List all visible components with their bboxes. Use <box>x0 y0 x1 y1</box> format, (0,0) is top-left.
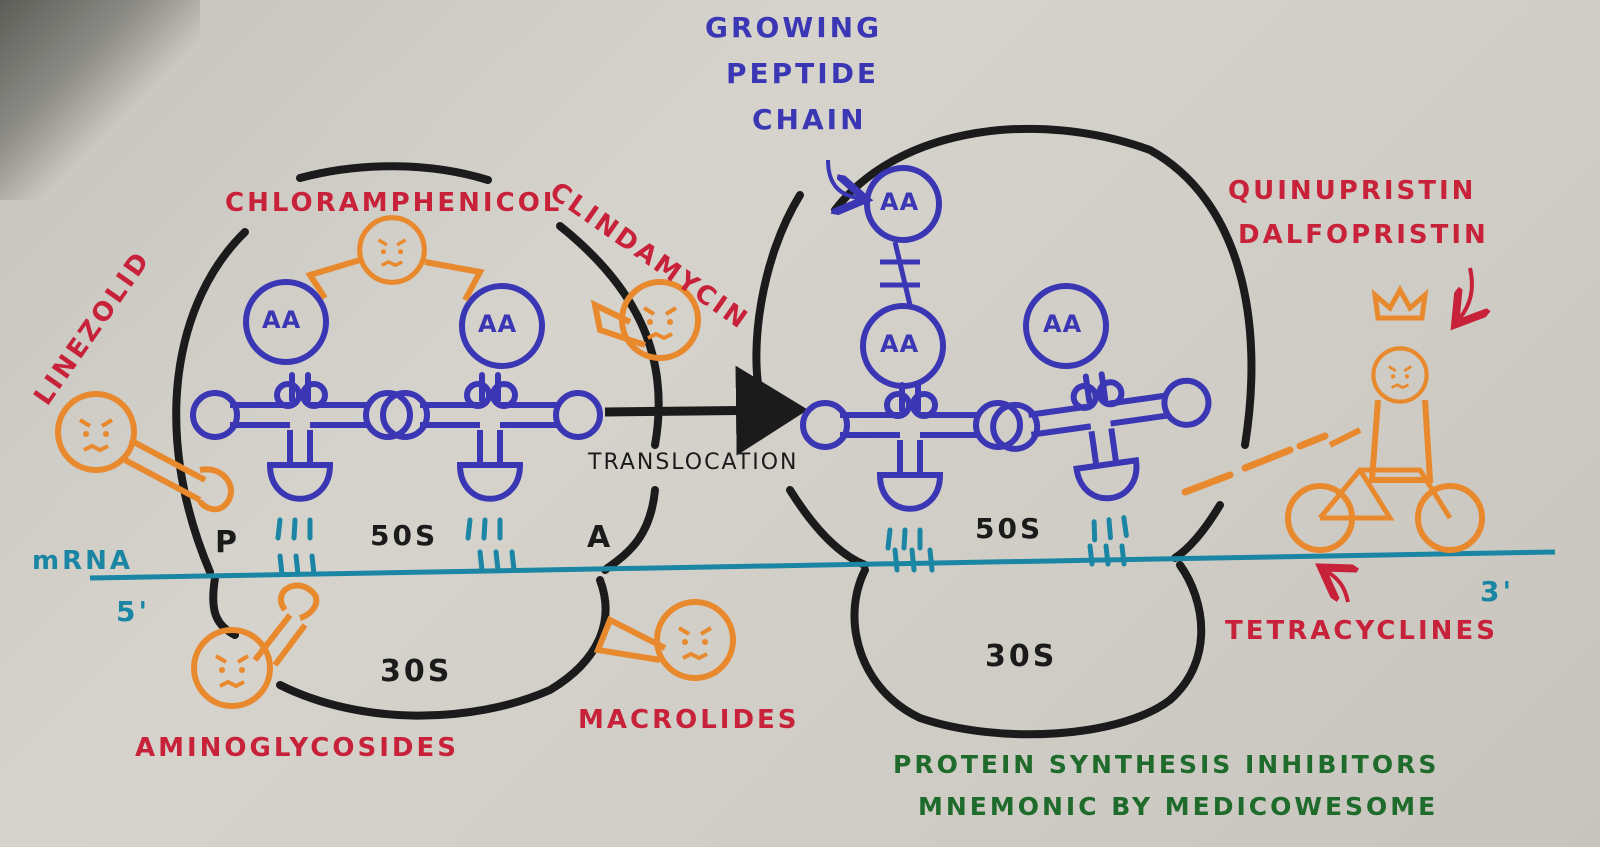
codon-ticks <box>277 543 1127 577</box>
cloth-corner-shadow <box>0 0 200 200</box>
quinupristin-label: QUINUPRISTIN <box>1228 176 1477 206</box>
macrolides-character <box>593 602 733 678</box>
three-prime-label: 3' <box>1480 575 1515 608</box>
peptide-arrow <box>826 159 858 198</box>
aa-label-5: AA <box>1043 310 1083 338</box>
translocation-arrow <box>604 365 808 456</box>
mrna-label: mRNA <box>32 546 133 576</box>
trna-p-site <box>193 367 410 539</box>
aa-label-1: AA <box>262 306 302 334</box>
five-prime-label: 5' <box>116 595 151 628</box>
peptide-label: PEPTIDE <box>726 57 880 90</box>
chloramphenicol-character <box>305 218 485 302</box>
left-50s-label: 50S <box>370 519 439 552</box>
p-site-label: P <box>215 525 240 560</box>
quinupristin-arrow <box>1460 267 1472 318</box>
macrolides-label: MACROLIDES <box>578 705 800 735</box>
linezolid-character <box>58 394 234 513</box>
title-line-1: PROTEIN SYNTHESIS INHIBITORS <box>893 750 1440 779</box>
a-site-label: A <box>587 520 614 555</box>
aa-label-4: AA <box>880 330 920 358</box>
dalfopristin-label: DALFOPRISTIN <box>1238 220 1489 250</box>
chain-label: CHAIN <box>752 103 867 136</box>
clindamycin-character <box>590 282 698 358</box>
right-50s-label: 50S <box>975 512 1044 545</box>
tetracyclines-arrow <box>1328 572 1348 603</box>
peptide-bond <box>880 241 920 306</box>
tetracyclines-label: TETRACYCLINES <box>1225 616 1498 646</box>
left-30s-label: 30S <box>380 654 453 689</box>
trna-a-site <box>383 367 600 539</box>
translocation-label: TRANSLOCATION <box>588 450 799 475</box>
amino-acid-circles <box>243 165 1109 389</box>
right-30s-label: 30S <box>985 639 1058 674</box>
aa-label-2: AA <box>478 310 518 338</box>
aa-label-3: AA <box>880 188 920 216</box>
chloramphenicol-label: CHLORAMPHENICOL <box>225 188 563 218</box>
title-line-2: MNEMONIC BY MEDICOWESOME <box>918 792 1439 821</box>
right-ribosome <box>752 124 1256 739</box>
quinupristin-character <box>1181 284 1485 553</box>
aminoglycosides-character <box>194 582 320 706</box>
mrna-strand <box>89 549 1556 581</box>
left-ribosome <box>172 162 663 720</box>
growing-label: GROWING <box>705 11 883 44</box>
aminoglycosides-label: AMINOGLYCOSIDES <box>135 733 459 763</box>
